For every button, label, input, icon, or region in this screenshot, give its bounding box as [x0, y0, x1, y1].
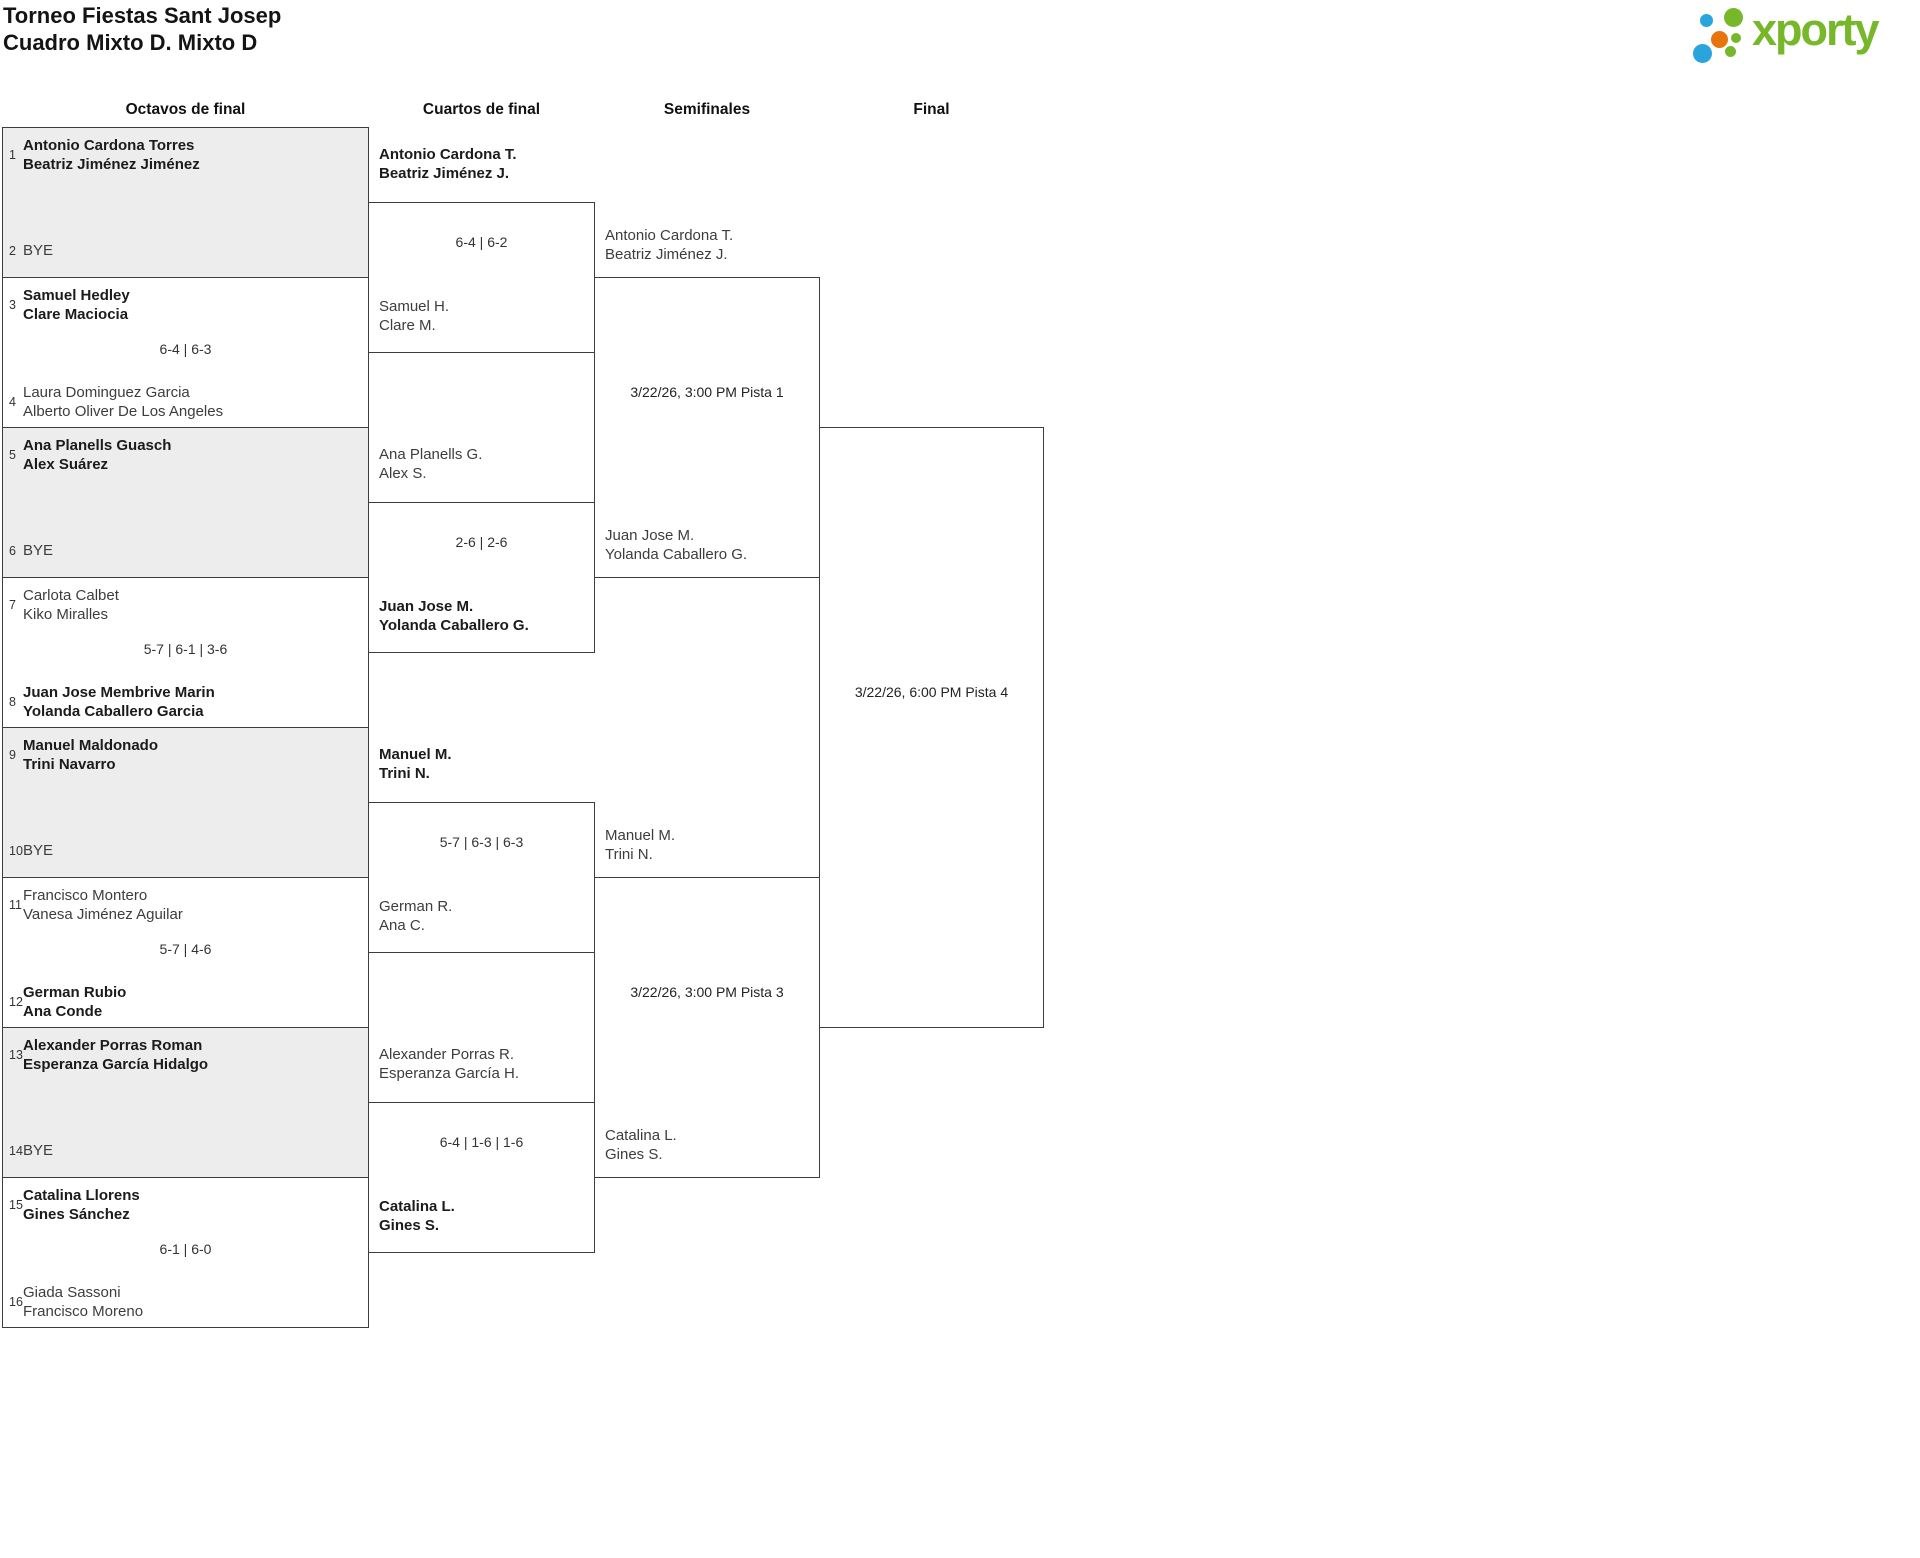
round-header-final: Final: [913, 101, 950, 118]
round-header-cuartos: Cuartos de final: [422, 101, 541, 118]
team-name-bye: BYE: [23, 542, 54, 559]
team-name: Catalina Llorens Gines Sánchez: [23, 1187, 140, 1223]
seed-number: 3: [9, 298, 16, 312]
match-qf-1: Antonio Cardona T. Beatriz Jiménez J. 6-…: [368, 146, 595, 353]
team-name: Ana Planells G. Alex S.: [379, 446, 483, 482]
match-r16-4: 7 Carlota Calbet Kiko Miralles 5-7 | 6-1…: [2, 577, 369, 728]
logo-dot-green-large: [1724, 8, 1743, 27]
team-name: Manuel M. Trini N.: [605, 827, 676, 863]
match-r16-6: 11 Francisco Montero Vanesa Jiménez Agui…: [2, 877, 369, 1028]
match-r16-5: 9 Manuel Maldonado Trini Navarro 10 BYE: [2, 727, 369, 878]
match-schedule: 3/22/26, 3:00 PM Pista 3: [630, 984, 784, 1000]
team-name: German R. Ana C.: [379, 898, 453, 934]
seed-number: 9: [9, 748, 16, 762]
team-name: Laura Dominguez Garcia Alberto Oliver De…: [23, 384, 224, 420]
seed-number: 7: [9, 598, 16, 612]
seed-number: 1: [9, 148, 16, 162]
logo-text: xporty: [1752, 4, 1880, 55]
seed-number: 2: [9, 243, 16, 258]
page-title: Torneo Fiestas Sant Josep Cuadro Mixto D…: [3, 2, 281, 56]
team-name: Manuel M. Trini N.: [379, 746, 452, 782]
match-score: 5-7 | 4-6: [159, 941, 212, 957]
team-name: Samuel Hedley Clare Maciocia: [23, 287, 130, 323]
logo-dot-green-small: [1725, 46, 1736, 57]
seed-number: 6: [9, 543, 16, 558]
match-r16-2: 3 Samuel Hedley Clare Maciocia 6-4 | 6-3…: [2, 277, 369, 428]
match-final: 3/22/26, 6:00 PM Pista 4: [819, 427, 1044, 1028]
logo-dot-orange: [1711, 31, 1728, 48]
draw-subtitle: Cuadro Mixto D. Mixto D: [3, 30, 258, 55]
team-name: Juan Jose M. Yolanda Caballero G.: [605, 527, 748, 563]
match-sf-1: Antonio Cardona T. Beatriz Jiménez J. 3/…: [594, 227, 820, 578]
match-score: 6-4 | 6-2: [455, 234, 508, 250]
team-name: Catalina L. Gines S.: [605, 1127, 677, 1163]
match-score: 6-1 | 6-0: [159, 1241, 212, 1257]
match-score: 2-6 | 2-6: [455, 534, 508, 550]
match-r16-7: 13 Alexander Porras Roman Esperanza Garc…: [2, 1027, 369, 1178]
team-name: Juan Jose M. Yolanda Caballero G.: [379, 598, 529, 634]
logo-dot-blue-small: [1700, 14, 1713, 27]
match-score: 5-7 | 6-3 | 6-3: [439, 834, 524, 850]
seed-number: 8: [9, 695, 16, 709]
match-r16-1: 1 Antonio Cardona Torres Beatriz Jiménez…: [2, 127, 369, 278]
team-name: Ana Planells Guasch Alex Suárez: [23, 437, 172, 473]
team-name: Juan Jose Membrive Marin Yolanda Caballe…: [23, 684, 215, 720]
round-header-semifinales: Semifinales: [663, 101, 751, 118]
seed-number: 15: [9, 1198, 23, 1212]
match-r16-3: 5 Ana Planells Guasch Alex Suárez 6 BYE: [2, 427, 369, 578]
team-name-bye: BYE: [23, 1142, 54, 1159]
tournament-title: Torneo Fiestas Sant Josep: [3, 3, 282, 28]
round-header-octavos: Octavos de final: [125, 101, 246, 118]
match-score: 6-4 | 1-6 | 1-6: [439, 1134, 524, 1150]
team-name: Alexander Porras R. Esperanza García H.: [379, 1046, 520, 1082]
match-qf-4: Alexander Porras R. Esperanza García H. …: [368, 1046, 595, 1253]
team-name-bye: BYE: [23, 242, 54, 259]
match-score: 5-7 | 6-1 | 3-6: [143, 641, 228, 657]
seed-number: 10: [9, 843, 23, 858]
seed-number: 12: [9, 995, 23, 1009]
seed-number: 11: [9, 898, 22, 912]
match-r16-8: 15 Catalina Llorens Gines Sánchez 6-1 | …: [2, 1177, 369, 1328]
team-name: Carlota Calbet Kiko Miralles: [23, 587, 119, 623]
team-name: Antonio Cardona T. Beatriz Jiménez J.: [379, 146, 517, 182]
team-name: Giada Sassoni Francisco Moreno: [23, 1284, 144, 1320]
team-name: Antonio Cardona Torres Beatriz Jiménez J…: [23, 137, 200, 173]
seed-number: 4: [9, 395, 16, 409]
logo-dot-blue-large: [1693, 44, 1712, 63]
team-name: Antonio Cardona T. Beatriz Jiménez J.: [605, 227, 734, 263]
seed-number: 14: [9, 1143, 23, 1158]
logo-dot-green-mid: [1731, 33, 1741, 43]
match-schedule: 3/22/26, 3:00 PM Pista 1: [630, 384, 784, 400]
team-name: Francisco Montero Vanesa Jiménez Aguilar: [23, 887, 183, 923]
xporty-logo: [1690, 0, 1918, 70]
team-name-bye: BYE: [23, 842, 54, 859]
seed-number: 5: [9, 448, 16, 462]
team-name: Manuel Maldonado Trini Navarro: [23, 737, 158, 773]
team-name: Catalina L. Gines S.: [379, 1198, 455, 1234]
match-qf-2: Ana Planells G. Alex S. 2-6 | 2-6 Juan J…: [368, 446, 595, 653]
match-score: 6-4 | 6-3: [159, 341, 212, 357]
team-name: Samuel H. Clare M.: [379, 298, 450, 334]
team-name: German Rubio Ana Conde: [23, 984, 127, 1020]
match-sf-2: Manuel M. Trini N. 3/22/26, 3:00 PM Pist…: [594, 827, 820, 1178]
seed-number: 13: [9, 1048, 23, 1062]
team-name: Alexander Porras Roman Esperanza García …: [23, 1037, 209, 1073]
seed-number: 16: [9, 1295, 23, 1309]
match-qf-3: Manuel M. Trini N. 5-7 | 6-3 | 6-3 Germa…: [368, 746, 595, 953]
match-schedule: 3/22/26, 6:00 PM Pista 4: [854, 684, 1009, 700]
